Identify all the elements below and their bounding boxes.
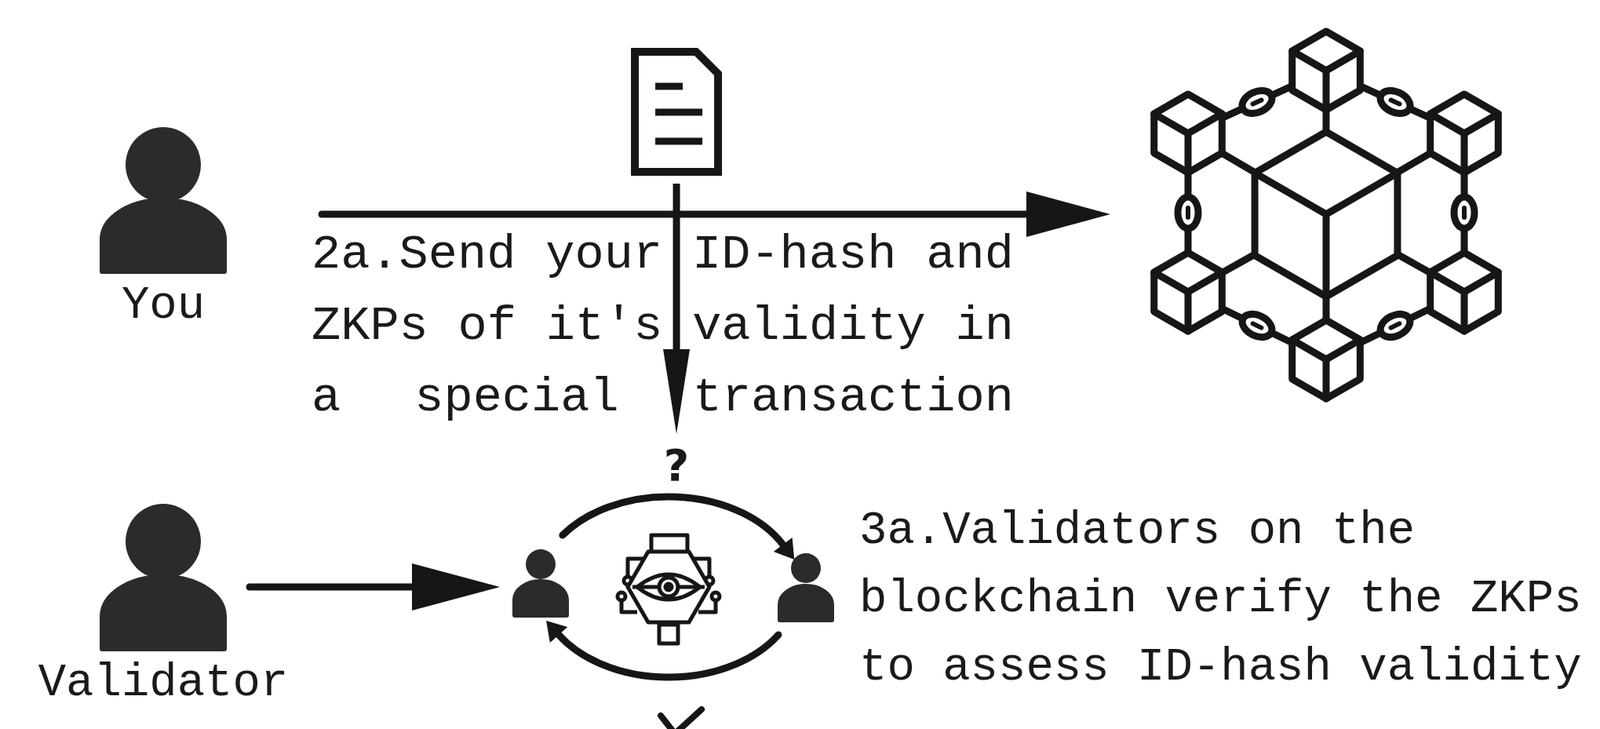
- icon-hexagon: [627, 551, 710, 623]
- document-line: [655, 109, 703, 117]
- chain-bar: [1223, 309, 1291, 343]
- cube-edge: [1254, 173, 1327, 216]
- person-body: [514, 581, 567, 616]
- document-icon: [634, 51, 718, 172]
- document-line: [655, 83, 683, 91]
- person-body: [102, 576, 225, 649]
- cube-outline: [1292, 31, 1361, 110]
- block-cube: [1430, 252, 1499, 332]
- cube-edge: [1292, 339, 1327, 360]
- circuit-trace: [651, 535, 688, 551]
- cube-edge: [1188, 272, 1222, 292]
- cube-outline: [1154, 94, 1223, 173]
- cube-outline: [1430, 94, 1499, 173]
- chain-bar: [1362, 87, 1429, 118]
- validator-person-icon: [102, 503, 225, 649]
- cube-edge: [1292, 51, 1327, 71]
- cube-edge: [1188, 113, 1222, 134]
- arrow-shaft: [249, 583, 416, 591]
- cube-edge: [1461, 291, 1469, 332]
- block-cube: [1430, 94, 1499, 173]
- arrow-head: [1026, 191, 1111, 237]
- cube-edge: [1184, 291, 1192, 332]
- cube-edge: [1323, 359, 1331, 399]
- chain-link: [1454, 196, 1475, 229]
- cycle-arc: [562, 496, 784, 545]
- person-head: [525, 549, 556, 580]
- cube-outline: [1292, 320, 1361, 399]
- cube-edge: [1154, 272, 1189, 292]
- block-cube: [1292, 320, 1361, 399]
- chain-bar: [1224, 87, 1291, 118]
- chain-notch: [1391, 323, 1400, 328]
- cube-edge: [1184, 133, 1192, 173]
- chain-link: [1376, 309, 1414, 343]
- chain-bar: [1361, 309, 1429, 343]
- block-cube: [1154, 94, 1223, 173]
- cube-edge: [1326, 339, 1360, 360]
- cube-outline: [1430, 252, 1499, 332]
- icon-pupil-dot: [665, 583, 672, 591]
- cube-outline: [1254, 131, 1398, 297]
- chain-notch: [1461, 207, 1467, 218]
- document-outline: [634, 51, 718, 172]
- chain-notch: [1391, 100, 1400, 105]
- cube-edge: [1430, 272, 1465, 292]
- cube-edge: [1154, 113, 1189, 134]
- validator-peer-icon: [514, 549, 567, 616]
- chain-link: [1376, 86, 1414, 118]
- person-body: [102, 200, 225, 272]
- cube-edge: [1323, 214, 1331, 297]
- cube-edge: [1464, 272, 1498, 292]
- chain-link: [1177, 196, 1199, 229]
- cycle-arrow-head: [773, 537, 795, 560]
- step-text: 2a.Send your ID-hash and ZKPs of it's va…: [311, 218, 1014, 434]
- verifier-icon: [617, 535, 720, 644]
- cube-edge: [1323, 70, 1331, 110]
- validator-peer-icon: [779, 553, 832, 620]
- icon-pupil: [659, 577, 678, 597]
- cube-edge: [1326, 173, 1398, 216]
- person-head: [790, 553, 821, 584]
- cube-edge: [1430, 113, 1465, 134]
- cycle-arrow-head: [546, 620, 568, 643]
- actor-label: You: [121, 274, 205, 338]
- document-line: [655, 138, 703, 146]
- circuit-node: [617, 592, 626, 601]
- chain-link: [1238, 86, 1276, 118]
- blockchain-icon: [1154, 31, 1499, 399]
- cube-outline: [1154, 252, 1223, 332]
- consensus-cycle: [546, 496, 795, 678]
- circuit-node: [711, 592, 720, 601]
- person-head: [125, 503, 201, 580]
- you-person-icon: [102, 127, 225, 272]
- cube-edge: [1464, 113, 1498, 134]
- person-body: [779, 586, 832, 620]
- actor-label: Validator: [38, 652, 289, 715]
- person-head: [125, 127, 201, 203]
- cube-edge: [1461, 133, 1469, 173]
- block-cube: [1292, 31, 1361, 110]
- step-text: 3a.Validators on the blockchain verify t…: [859, 496, 1584, 702]
- chain-link: [1238, 309, 1276, 343]
- arrow-head: [411, 563, 500, 611]
- chain-notch: [1253, 100, 1262, 105]
- chain-notch: [1253, 323, 1262, 328]
- central-block-cube: [1254, 131, 1398, 297]
- cube-edge: [1326, 51, 1360, 71]
- question-mark: ?: [663, 441, 689, 490]
- chain-notch: [1185, 207, 1191, 218]
- block-cube: [1154, 252, 1223, 332]
- icon-stem: [659, 624, 678, 644]
- check-mark: [660, 709, 702, 729]
